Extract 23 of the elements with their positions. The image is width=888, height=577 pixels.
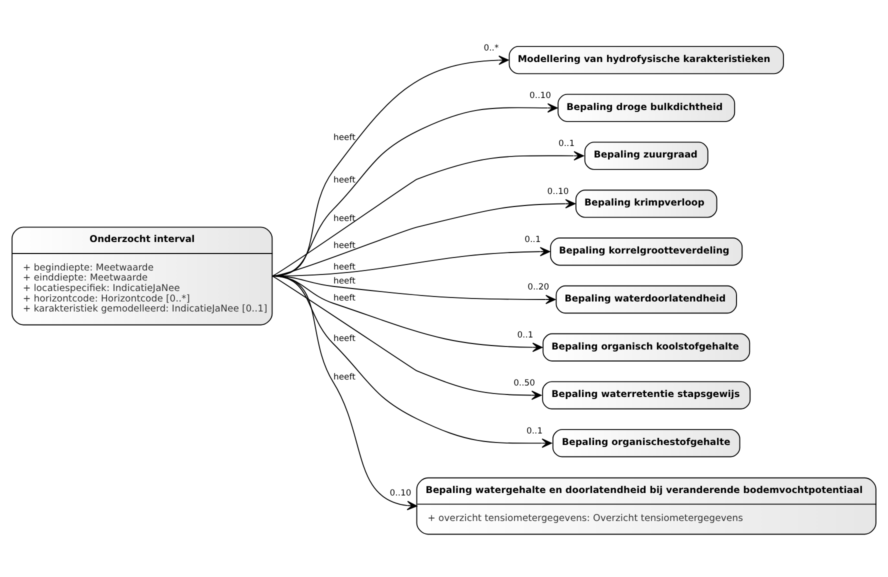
node-label: 0..1 <box>524 233 541 244</box>
edge-label: heeft <box>334 240 356 250</box>
node-label: 0..1 <box>526 424 543 435</box>
node-label: 0..1 <box>558 138 575 148</box>
arrow <box>272 150 584 276</box>
node-label: 0..10 <box>530 90 551 100</box>
edge-label: heeft <box>334 275 356 286</box>
arrow <box>272 275 552 448</box>
edge-label: heeft <box>334 332 356 342</box>
arrow <box>272 275 542 400</box>
node-label: 0..50 <box>514 376 536 387</box>
edge-label: heeft <box>334 261 356 272</box>
node-label: 0..20 <box>528 281 550 292</box>
arrow <box>272 275 418 510</box>
edge-label: heeft <box>334 292 356 302</box>
node-label: 0..* <box>484 42 499 52</box>
edge-label: heeft <box>334 371 356 381</box>
node-label: 0..1 <box>517 329 534 340</box>
edge-label: heeft <box>334 174 356 184</box>
edge-label: heeft <box>334 212 356 222</box>
node-label: 0..10 <box>390 486 412 497</box>
edge-label: heeft <box>334 132 356 142</box>
node-label: 0..10 <box>547 186 569 196</box>
